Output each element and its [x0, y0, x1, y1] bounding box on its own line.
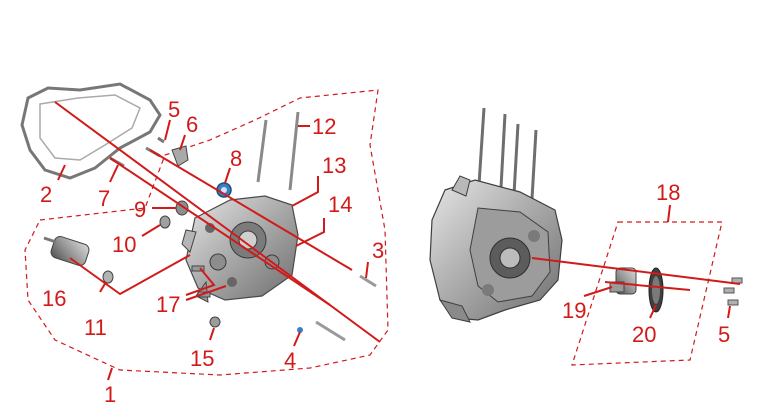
callout-15: 15 — [190, 346, 214, 371]
washer-11 — [102, 270, 114, 284]
callout-8: 8 — [230, 146, 242, 171]
oil-pump-group-outline — [571, 221, 723, 366]
small-bolt-left — [157, 136, 165, 144]
callout-18: 18 — [656, 180, 680, 205]
callout-1: 1 — [104, 382, 116, 407]
callout-9: 9 — [134, 197, 146, 222]
oil-pump-gear — [648, 267, 664, 313]
callout-10: 10 — [112, 232, 136, 257]
bolt-4 — [315, 320, 346, 342]
callout-11: 11 — [84, 315, 107, 340]
callout-14: 14 — [328, 192, 352, 217]
callout-13: 13 — [322, 153, 346, 178]
callout-6: 6 — [186, 112, 198, 137]
bolt-3 — [359, 274, 377, 288]
callout-3: 3 — [372, 238, 384, 263]
dowel-pin — [191, 265, 205, 272]
callout-12: 12 — [312, 114, 336, 139]
shift-drum — [43, 236, 90, 266]
callout-4: 4 — [284, 348, 296, 373]
callout-2: 2 — [40, 182, 52, 207]
stud-long-2 — [288, 111, 300, 191]
small-bolt-right-2 — [727, 299, 739, 306]
gasket — [20, 82, 162, 180]
crankcase-left-group-outline — [24, 89, 389, 376]
callout-16: 16 — [42, 286, 66, 311]
stud-long-1 — [256, 119, 268, 183]
left-crankcase-half — [181, 195, 299, 303]
washer — [159, 215, 171, 229]
drain-plug — [209, 316, 221, 328]
callout-5-left: 5 — [168, 97, 180, 122]
assembled-engine — [429, 107, 563, 323]
callout-7: 7 — [98, 186, 110, 211]
callout-17: 17 — [156, 292, 180, 317]
callout-19: 19 — [562, 298, 586, 323]
leader-lines — [54, 101, 741, 381]
small-bolt-right-1 — [723, 287, 735, 294]
callout-5-right: 5 — [718, 322, 730, 347]
callout-20: 20 — [632, 322, 656, 347]
oil-pump — [609, 267, 637, 295]
gasket-inner — [39, 94, 141, 161]
